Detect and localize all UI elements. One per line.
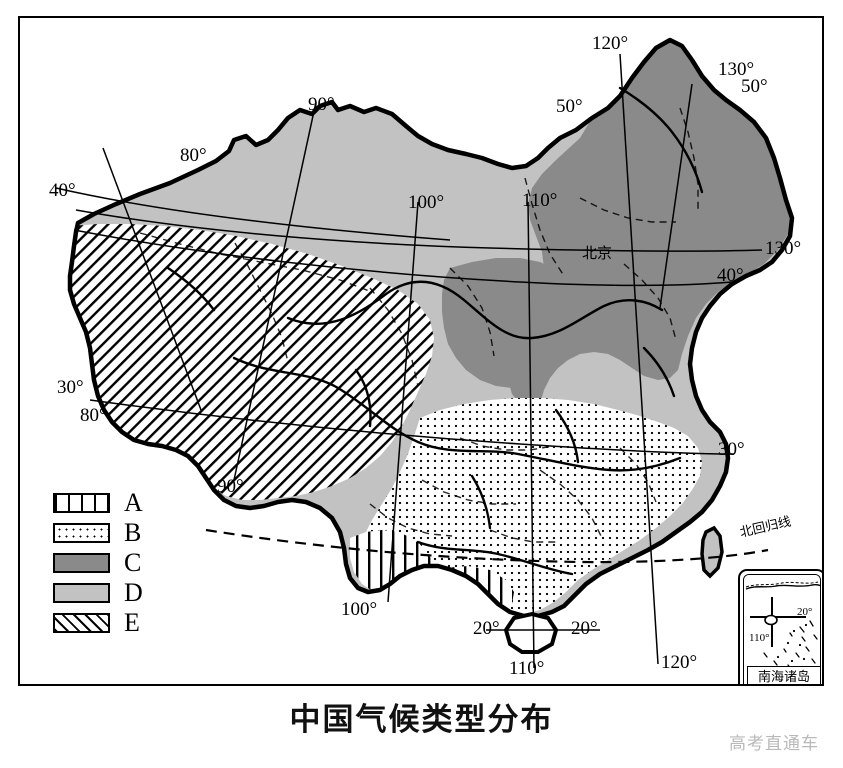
inset-map-south-china-sea: 20° 110° 南海诸岛 xyxy=(738,569,822,684)
city-label-beijing: 北京 xyxy=(582,245,613,262)
legend-item-c: C xyxy=(53,548,188,578)
inset-map-body xyxy=(743,574,821,684)
lat-20-east: 20° xyxy=(571,618,598,639)
legend-swatch-d xyxy=(53,583,110,603)
legend-item-b: B xyxy=(53,518,188,548)
china-climate-map xyxy=(55,37,795,669)
region-b-southeast xyxy=(360,398,702,614)
parallel-40 xyxy=(73,229,733,287)
inset-label-110: 110° xyxy=(749,632,770,644)
map-frame: 40° 80° 90° 100° 110° 120° 130° 50° 50° … xyxy=(18,16,824,686)
meridian-100 xyxy=(387,201,419,603)
watermark: 高考直通车 xyxy=(729,734,819,753)
legend-swatch-a xyxy=(53,493,110,513)
legend-label-e: E xyxy=(124,608,140,637)
parallel-50 xyxy=(75,209,763,252)
meridian-80 xyxy=(102,147,202,411)
tropic-of-cancer xyxy=(205,528,769,564)
lat-50-east: 50° xyxy=(741,76,768,97)
lat-30-east: 30° xyxy=(718,439,745,460)
legend-label-b: B xyxy=(124,518,142,547)
region-c-north-china xyxy=(442,258,570,388)
legend-label-d: D xyxy=(124,578,143,607)
lon-80-north: 80° xyxy=(180,145,207,166)
legend-item-d: D xyxy=(53,578,188,608)
lon-130-north: 130° xyxy=(718,59,755,80)
parallel-50-west-tail xyxy=(55,187,451,241)
meridian-120 xyxy=(619,53,659,665)
internal-boundaries xyxy=(139,107,699,543)
lat-30-west: 30° xyxy=(57,377,84,398)
legend-label-a: A xyxy=(124,488,143,517)
legend-swatch-c xyxy=(53,553,110,573)
lon-120-south: 120° xyxy=(661,652,698,673)
taiwan-island xyxy=(700,525,724,579)
graticule xyxy=(55,53,763,669)
lon-80-south: 80° xyxy=(80,405,107,426)
lon-90-south: 90° xyxy=(217,476,244,497)
lon-90-north: 90° xyxy=(308,94,335,115)
lon-120-north: 120° xyxy=(592,33,629,54)
lat-50-west: 50° xyxy=(556,96,583,117)
lon-110-north: 110° xyxy=(522,190,558,211)
rivers xyxy=(166,86,704,576)
inset-label-20: 20° xyxy=(797,606,813,618)
legend-swatch-e xyxy=(53,613,110,633)
legend-item-e: E xyxy=(53,608,188,638)
meridian-90 xyxy=(233,101,317,481)
meridian-130 xyxy=(659,83,693,309)
meridian-110 xyxy=(527,201,535,669)
lat-40-east: 40° xyxy=(717,265,744,286)
lat-20-west: 20° xyxy=(473,618,500,639)
legend-item-a: A xyxy=(53,488,188,518)
lon-130-east: 130° xyxy=(765,238,802,259)
lon-100-north: 100° xyxy=(408,192,445,213)
lat-40-west: 40° xyxy=(49,180,76,201)
region-e-tibet xyxy=(70,224,434,500)
hainan-island xyxy=(503,611,559,654)
national-border xyxy=(67,37,795,619)
map-legend: A B C D E xyxy=(53,488,188,653)
legend-swatch-b xyxy=(53,523,110,543)
lon-100-south: 100° xyxy=(341,599,378,620)
legend-label-c: C xyxy=(124,548,142,577)
page-title: 中国气候类型分布 xyxy=(289,702,554,737)
parallel-30 xyxy=(89,399,735,455)
lon-110-south: 110° xyxy=(509,658,545,679)
inset-title: 南海诸岛 xyxy=(747,666,821,684)
